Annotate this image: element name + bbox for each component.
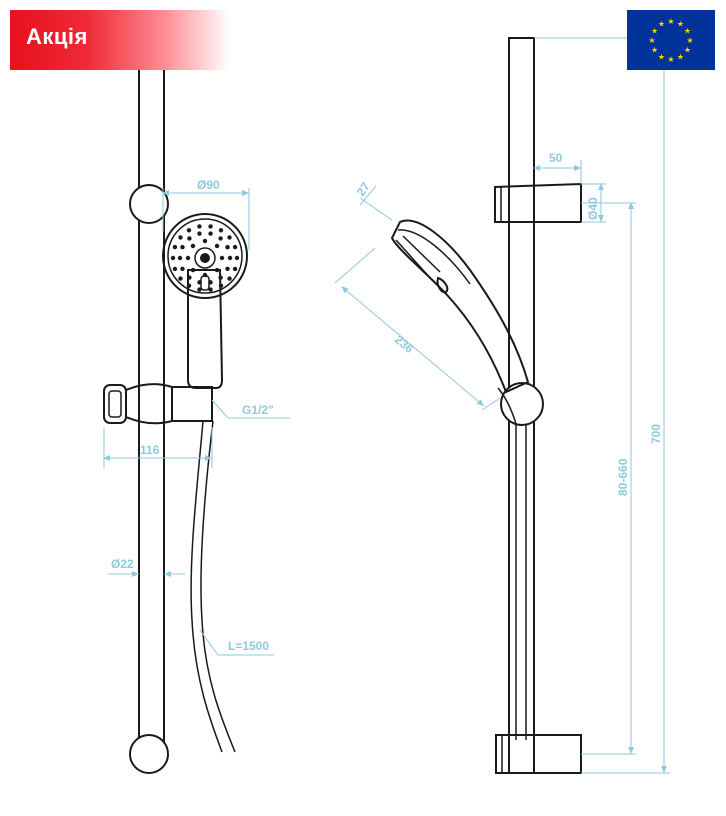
side-view: 27 236 50 Ø40 80-660 7 xyxy=(334,37,670,774)
dimension-rail-diameter: Ø22 xyxy=(108,557,185,577)
nozzle-dot xyxy=(185,255,191,261)
nozzle-dot xyxy=(218,228,224,233)
nozzle-dot xyxy=(218,236,223,241)
nozzle-dot xyxy=(197,287,202,292)
nozzle-dot xyxy=(208,231,213,236)
eu-star-icon: ★ xyxy=(677,52,684,61)
front-view: Ø90 G1/2" 116 Ø22 L=1500 xyxy=(103,37,290,774)
dimension-head-diameter: Ø90 xyxy=(162,178,250,250)
dimension-holder-width: 116 xyxy=(103,427,213,468)
shower-nozzles xyxy=(170,224,240,292)
nozzle-dot xyxy=(190,243,196,249)
top-wall-mount xyxy=(129,184,169,224)
label-adjust-range: 80-660 xyxy=(616,458,630,496)
nozzle-dot xyxy=(170,255,176,261)
label-hose-length: L=1500 xyxy=(228,639,269,653)
hand-shower-side xyxy=(390,219,530,425)
nozzle-dot xyxy=(180,266,185,272)
nozzle-dot xyxy=(202,238,208,244)
nozzle-dot xyxy=(218,283,224,288)
slider-side xyxy=(500,382,544,426)
label-head-thickness: 27 xyxy=(354,179,373,198)
dimension-head-thickness: 27 xyxy=(354,179,393,221)
dimension-hose-length: L=1500 xyxy=(199,629,274,656)
slider-holder-front xyxy=(103,383,213,425)
promo-badge: Акція xyxy=(10,10,230,70)
nozzle-dot xyxy=(172,244,178,250)
nozzle-dot xyxy=(232,244,238,250)
eu-star-icon: ★ xyxy=(667,17,674,26)
nozzle-dot xyxy=(197,231,202,236)
nozzle-dot xyxy=(197,280,202,285)
nozzle-dot xyxy=(177,255,183,261)
nozzle-dot xyxy=(190,267,196,273)
nozzle-dot xyxy=(227,255,233,261)
dimension-holder-offset: 50 xyxy=(533,151,582,184)
rail-front xyxy=(138,37,165,759)
label-head-diameter: Ø90 xyxy=(197,178,220,192)
eu-star-icon: ★ xyxy=(648,36,655,45)
nozzle-dot xyxy=(225,244,230,250)
nozzle-dot xyxy=(214,267,220,273)
nozzle-dot xyxy=(186,228,192,233)
nozzle-dot xyxy=(187,275,192,280)
eu-star-icon: ★ xyxy=(677,20,684,29)
nozzle-dot xyxy=(227,235,232,240)
promo-badge-label: Акція xyxy=(26,24,88,49)
top-bracket-side xyxy=(494,182,582,223)
label-holder-width: 116 xyxy=(140,443,160,457)
nozzle-dot xyxy=(208,287,213,292)
nozzle-dot xyxy=(234,255,240,261)
label-thread: G1/2" xyxy=(242,403,274,417)
label-rail-diameter: Ø22 xyxy=(111,557,134,571)
nozzle-dot xyxy=(225,266,230,272)
dimension-adjust-range: 80-660 xyxy=(581,202,636,755)
label-holder-offset: 50 xyxy=(549,151,563,165)
nozzle-dot xyxy=(208,224,213,229)
eu-star-icon: ★ xyxy=(651,27,658,36)
nozzle-dot xyxy=(214,243,220,249)
nozzle-dot xyxy=(202,272,208,278)
label-holder-diameter: Ø40 xyxy=(586,197,600,220)
eu-star-icon: ★ xyxy=(667,55,674,64)
hose-front xyxy=(190,420,236,753)
eu-star-icon: ★ xyxy=(684,27,691,36)
eu-star-icon: ★ xyxy=(658,20,665,29)
nozzle-dot xyxy=(227,276,232,281)
nozzle-dot xyxy=(180,244,185,250)
label-handshower-length: 236 xyxy=(392,332,417,356)
dimension-rail-height: 700 xyxy=(534,37,670,774)
eu-star-icon: ★ xyxy=(651,46,658,55)
dimension-handshower-length: 236 xyxy=(334,247,501,411)
nozzle-dot xyxy=(218,275,223,280)
nozzle-dot xyxy=(178,276,183,281)
nozzle-dot xyxy=(187,236,192,241)
nozzle-dot xyxy=(186,283,192,288)
dimension-thread: G1/2" xyxy=(211,399,290,419)
nozzle-dot xyxy=(178,235,183,240)
eu-star-icon: ★ xyxy=(686,36,693,45)
nozzle-dot xyxy=(208,280,213,285)
bottom-wall-mount xyxy=(129,734,169,774)
nozzle-dot xyxy=(197,224,202,229)
eu-flag-icon: ★★★★★★★★★★★★ xyxy=(627,10,715,70)
nozzle-dot xyxy=(172,266,178,272)
eu-star-icon: ★ xyxy=(658,52,665,61)
nozzle-dot xyxy=(232,266,238,272)
nozzle-dot xyxy=(219,255,225,261)
label-rail-height: 700 xyxy=(649,424,663,444)
eu-star-icon: ★ xyxy=(684,46,691,55)
